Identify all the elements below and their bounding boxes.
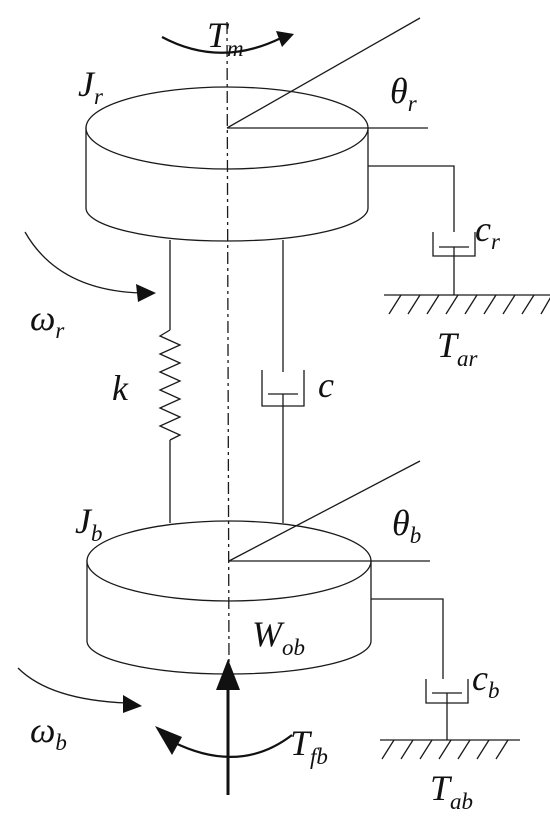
spring-k <box>158 329 182 441</box>
theta-b-angled-line <box>228 460 421 562</box>
label-omega-b: ωb <box>30 710 67 755</box>
wob-force-arrowhead <box>216 659 240 690</box>
center-axis <box>226 21 230 666</box>
omega-r-arrow <box>24 231 141 294</box>
omega-b-arrow <box>17 667 128 704</box>
damper-cr-assembly <box>368 165 550 315</box>
damper-cb-assembly <box>371 598 520 760</box>
torque-tfb-arrowhead <box>155 726 182 755</box>
label-wob: Wob <box>252 614 305 660</box>
theta-r-angled-line <box>226 17 421 129</box>
damper-c <box>261 370 305 407</box>
torque-tm-arrow <box>161 36 282 54</box>
label-jb: Jb <box>75 501 102 546</box>
omega-b-arrowhead <box>123 695 142 713</box>
torque-tfb-arrow <box>172 734 293 758</box>
label-tab: Tab <box>430 768 473 814</box>
label-theta-r: θr <box>390 71 418 116</box>
torque-tm-arrowhead <box>276 31 294 47</box>
label-jr: Jr <box>78 64 104 109</box>
label-c: c <box>318 365 334 405</box>
label-tm: Tm <box>207 15 244 61</box>
label-tar: Tar <box>437 325 479 371</box>
label-cr: cr <box>475 209 501 254</box>
label-omega-r: ωr <box>30 298 65 343</box>
label-theta-b: θb <box>392 503 421 548</box>
label-cb: cb <box>472 658 499 703</box>
omega-r-arrowhead <box>136 284 156 302</box>
label-k: k <box>112 368 129 408</box>
label-tfb: Tfb <box>290 723 328 769</box>
